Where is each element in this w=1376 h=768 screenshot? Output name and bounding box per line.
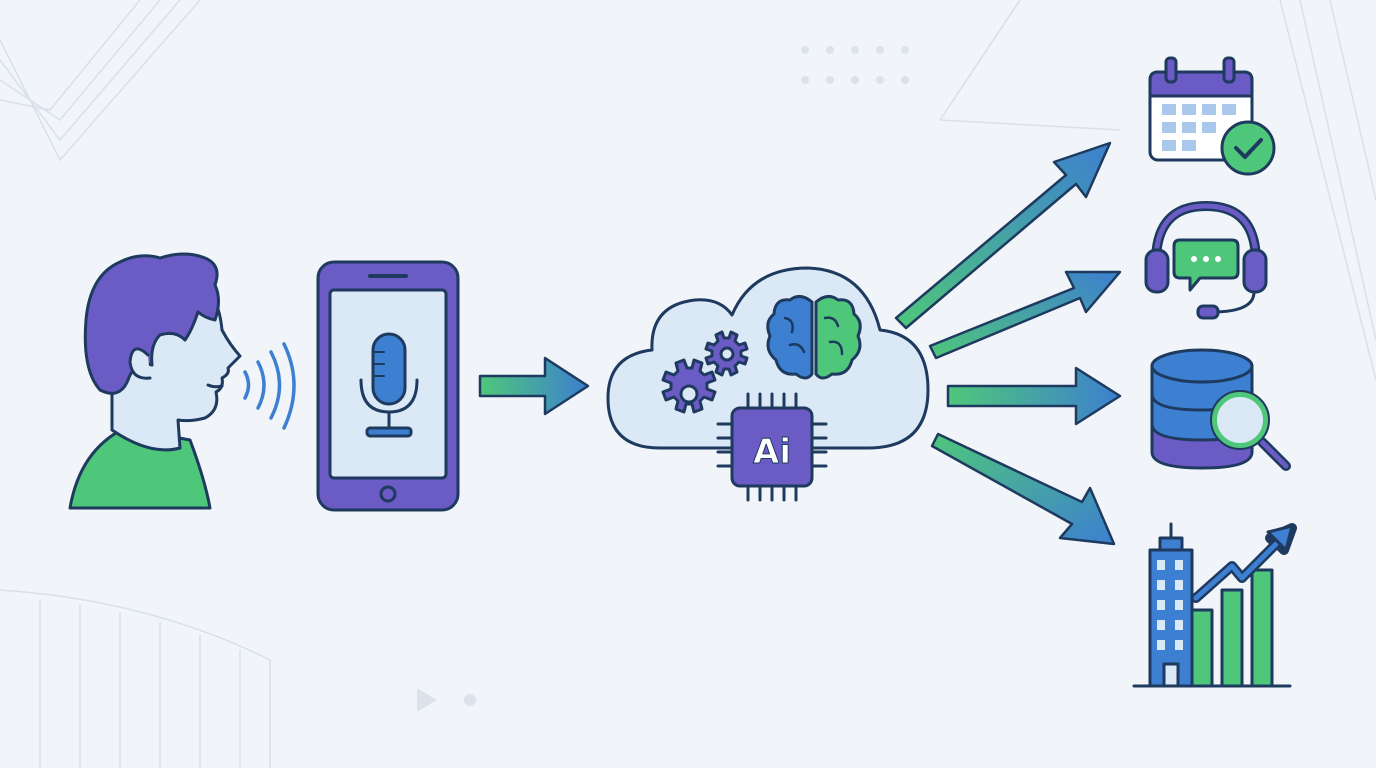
person-speaking-icon [68,252,242,510]
arrow-to-analytics [930,432,1116,546]
arrow-to-support [928,270,1122,360]
database-search-icon [1150,348,1291,471]
output-arrows [894,141,1122,546]
sound-waves [243,342,296,430]
chip-label: Ai [753,432,791,472]
arrow-to-cloud [478,356,590,416]
ai-chip-icon [716,392,828,502]
arrow-to-database [946,366,1122,426]
gear-small-icon [704,330,749,377]
ai-cloud-processing-icon: Ai [606,266,930,502]
headset-chat-icon [1144,201,1268,320]
arrow-to-calendar [894,141,1112,330]
business-growth-chart-icon [1132,522,1297,688]
background-dots [417,46,909,712]
gear-large-icon [661,358,717,414]
smartphone-microphone-icon [316,260,460,512]
brain-icon [766,295,862,380]
calendar-check-icon [1148,56,1276,176]
